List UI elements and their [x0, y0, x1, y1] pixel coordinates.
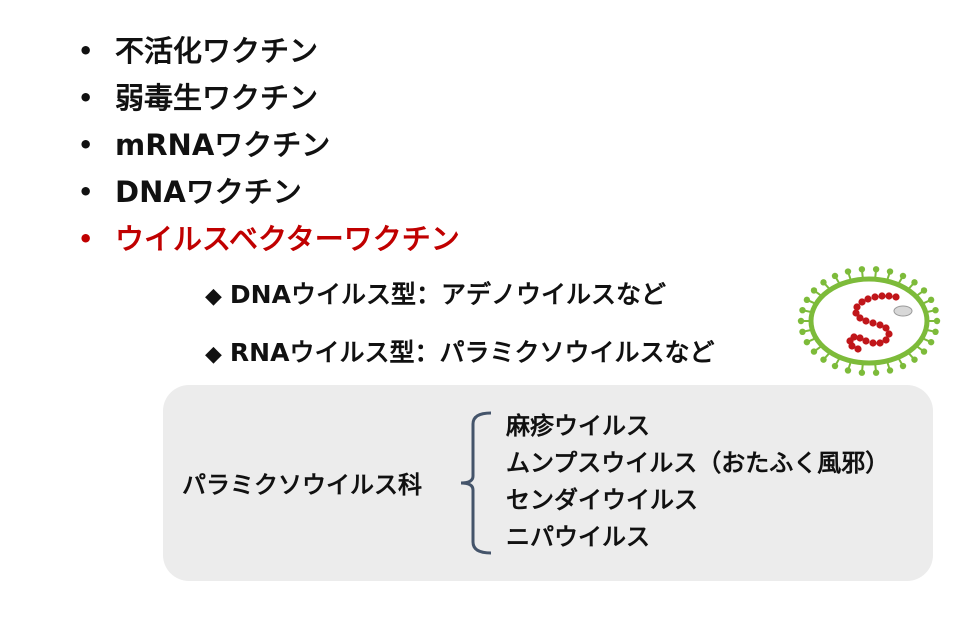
- vaccine-item-mrna: • mRNAワクチン: [78, 122, 460, 169]
- brace-connector: [460, 411, 492, 555]
- vaccine-label: 弱毒生ワクチン: [115, 81, 319, 115]
- vaccine-type-list: • 不活化ワクチン • 弱毒生ワクチン • mRNAワクチン • DNAワクチン…: [78, 28, 460, 263]
- genome-strand: [846, 292, 900, 353]
- bullet-icon: •: [78, 131, 94, 159]
- envelope-spikes: [797, 266, 941, 376]
- subtype-label: RNAウイルス型：パラミクソウイルスなど: [229, 338, 715, 367]
- paramyxovirus-family-box: [163, 385, 933, 581]
- family-name: パラミクソウイルス科: [182, 471, 422, 499]
- protein-marker: [893, 305, 913, 317]
- diamond-bullet-icon: ◆: [205, 284, 222, 309]
- vaccine-item-dna: • DNAワクチン: [78, 169, 460, 216]
- vaccine-label: ウイルスベクターワクチン: [115, 222, 460, 256]
- family-member-list: 麻疹ウイルス ムンプスウイルス（おたふく風邪） センダイウイルス ニパウイルス: [506, 408, 889, 556]
- virus-particle-icon: [797, 266, 941, 376]
- vaccine-item-viral-vector: • ウイルスベクターワクチン: [78, 216, 460, 263]
- subtype-dna-virus: ◆ DNAウイルス型：アデノウイルスなど: [205, 280, 666, 312]
- vaccine-label: mRNAワクチン: [115, 128, 331, 162]
- vaccine-label: DNAワクチン: [115, 175, 302, 209]
- subtype-label: DNAウイルス型：アデノウイルスなど: [229, 280, 666, 309]
- vaccine-item-inactivated: • 不活化ワクチン: [78, 28, 460, 75]
- member-nipah: ニパウイルス: [506, 523, 650, 551]
- bullet-icon: •: [78, 37, 94, 65]
- member-measles: 麻疹ウイルス: [506, 412, 650, 440]
- vaccine-label: 不活化ワクチン: [115, 34, 319, 68]
- bullet-icon: •: [78, 178, 94, 206]
- vaccine-item-live-attenuated: • 弱毒生ワクチン: [78, 75, 460, 122]
- bullet-icon: •: [78, 225, 94, 253]
- member-sendai: センダイウイルス: [506, 486, 698, 514]
- subtype-rna-virus: ◆ RNAウイルス型：パラミクソウイルスなど: [205, 338, 714, 370]
- bullet-icon: •: [78, 84, 94, 112]
- member-mumps: ムンプスウイルス（おたふく風邪）: [506, 449, 890, 477]
- diamond-bullet-icon: ◆: [205, 342, 222, 367]
